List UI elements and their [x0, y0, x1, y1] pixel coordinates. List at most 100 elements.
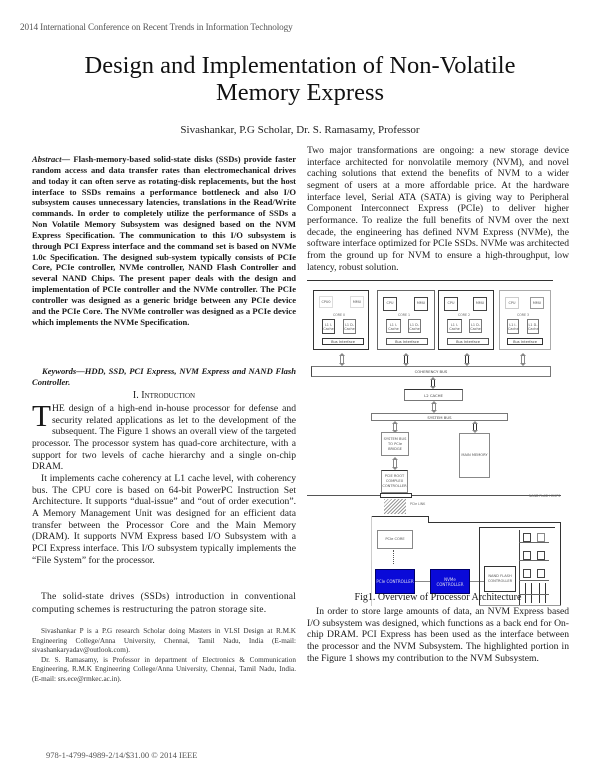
- section-heading-introduction: I. Introduction: [32, 390, 296, 401]
- abstract-text: Flash-memory-based solid-state disks (SS…: [32, 154, 297, 327]
- core-2-bus-interface: Bus Interface: [447, 338, 489, 345]
- core-1-l1d: L1 D-Cache: [408, 319, 421, 333]
- bus-to-pcie-bridge: SYSTEM BUS TO PCIe BRIDGE: [381, 432, 409, 456]
- core-3-mmu: MMU: [530, 297, 544, 309]
- main-memory: MAIN MEMORY: [459, 433, 490, 478]
- arrow-pcie-nvme: [415, 581, 430, 582]
- section-title: Introduction: [141, 390, 196, 401]
- nand-area-top: [479, 527, 555, 528]
- nand-chip: [537, 569, 545, 578]
- isbn-copyright: 978-1-4799-4989-2/14/$31.00 © 2014 IEEE: [46, 750, 198, 760]
- title-line-1: Design and Implementation of Non-Volatil…: [84, 52, 516, 79]
- core-0-l1d: L1 D-Cache: [343, 319, 356, 334]
- divider-line: [307, 495, 561, 496]
- drop-cap: T: [32, 398, 51, 433]
- nand-chips-label: NAND FLASH CHIPS: [529, 494, 561, 498]
- core-1-l1i: L1 I-Cache: [386, 319, 401, 333]
- l2-cache: L2 CACHE: [404, 389, 463, 401]
- core-3-l1i: L1 I-Cache: [507, 319, 519, 334]
- right-paragraph-1: Two major transformations are ongoing: a…: [307, 145, 569, 273]
- nand-area-bottom: [479, 605, 561, 606]
- section-number: I.: [132, 390, 139, 401]
- core-1-bus-interface: Bus Interface: [386, 338, 428, 345]
- arrow-core1-bus: [403, 353, 409, 366]
- core-3-cpu: CPU: [505, 297, 519, 309]
- core-0-bus-interface: Bus Interface: [322, 338, 364, 345]
- core-3-bus-interface: Bus Interface: [507, 338, 543, 345]
- nand-row-line: [519, 580, 549, 581]
- intro-paragraph-1-text: HE design of a high-end in-house process…: [32, 403, 296, 473]
- nand-chip: [537, 533, 545, 542]
- author-footnotes: Sivashankar P is a P.G research Scholar …: [32, 627, 296, 685]
- core-0-mmu: MMU: [350, 296, 364, 308]
- core-3-label: CORE 3: [517, 313, 530, 317]
- nand-chip-edge: [539, 583, 540, 603]
- nand-chip: [523, 569, 531, 578]
- abstract-label: Abstract: [32, 154, 62, 164]
- coherency-bus: COHERENCY BUS: [311, 366, 551, 377]
- core-0-l1i: L1 I-Cache: [322, 319, 335, 334]
- nand-row-line: [519, 542, 549, 543]
- pcie-core: PCIe CORE: [377, 530, 413, 549]
- arrow-core2-bus: [464, 353, 470, 366]
- figure-top-rule: [307, 280, 553, 281]
- core-2-l1i: L1 I-Cache: [447, 319, 462, 333]
- pcie-root-complex-controller: PCIE ROOT COMPLEX CONTROLLER: [381, 470, 408, 493]
- core-1-mmu: MMU: [414, 297, 428, 311]
- core-0-block: CPU0 MMU CORE 0 L1 I-Cache L1 D-Cache Bu…: [313, 290, 369, 350]
- figure-caption: Fig1. Overview of Processor Architecture: [354, 592, 522, 603]
- nand-chip: [523, 533, 531, 542]
- nand-area-left: [479, 527, 480, 606]
- core-1-cpu: CPU: [383, 297, 397, 311]
- nand-chip-edge: [525, 583, 526, 603]
- right-paragraph-2: In order to store large amounts of data,…: [307, 606, 569, 664]
- arrow-bus-l2: [430, 377, 436, 389]
- pcie-controller: PCIe CONTROLLER: [375, 569, 415, 594]
- core-2-cpu: CPU: [444, 297, 458, 311]
- pcie-link-label: PCIe LINK: [410, 502, 426, 506]
- core-0-cpu: CPU0: [319, 296, 333, 308]
- core-1-block: CPU MMU CORE 1 L1 I-Cache L1 D-Cache Bus…: [377, 290, 435, 350]
- nand-chip: [537, 551, 545, 560]
- intro-paragraph-3: The solid-state drives (SSDs) introducti…: [32, 591, 296, 615]
- arrow-core-controller: [393, 550, 394, 564]
- figure-processor-architecture: CPU0 MMU CORE 0 L1 I-Cache L1 D-Cache Bu…: [307, 280, 563, 610]
- core-3-block: CPU MMU CORE 3 L1 I-Cache L1 D-Cache Bus…: [499, 290, 551, 350]
- core-2-l1d: L1 D-Cache: [469, 319, 482, 333]
- enclosure-right: [560, 522, 561, 606]
- core-3-l1d: L1 D-Cache: [527, 319, 539, 334]
- footnote-author-1: Sivashankar P is a P.G research Scholar …: [32, 627, 296, 655]
- nand-bus: [519, 530, 520, 606]
- arrow-sysbus-bridge: [392, 421, 398, 433]
- title-line-2: Memory Express: [215, 79, 385, 106]
- nand-chip-edge: [545, 583, 546, 603]
- enclosure-top-left: [371, 516, 428, 517]
- core-0-label: CORE 0: [333, 313, 346, 317]
- arrow-nvme-nand: [470, 581, 484, 582]
- intro-paragraph-2: It implements cache coherency at L1 cach…: [32, 472, 296, 566]
- nand-chip: [523, 551, 531, 560]
- system-bus: SYSTEM BUS: [371, 413, 508, 421]
- nand-flash-controller: NAND FLASH CONTROLLER: [484, 566, 516, 592]
- abstract: Abstract— Flash-memory-based solid-state…: [32, 154, 296, 328]
- core-2-label: CORE 2: [458, 313, 471, 317]
- nand-chip-edge: [531, 583, 532, 603]
- enclosure-step: [428, 516, 429, 522]
- nvme-controller: NVMe CONTROLLER: [430, 569, 470, 594]
- paper-title: Design and Implementation of Non-Volatil…: [0, 52, 600, 106]
- arrow-core3-bus: [520, 353, 526, 366]
- conference-header: 2014 International Conference on Recent …: [20, 22, 293, 32]
- abstract-dash: —: [61, 154, 74, 164]
- enclosure-left: [371, 516, 372, 606]
- authors: Sivashankar, P.G Scholar, Dr. S. Ramasam…: [180, 124, 420, 136]
- keywords: Keywords—HDD, SSD, PCI Express, NVM Expr…: [32, 366, 296, 387]
- core-2-mmu: MMU: [473, 297, 487, 311]
- arrow-core0-bus: [339, 353, 345, 366]
- core-1-label: CORE 1: [398, 313, 411, 317]
- pcie-port: [380, 493, 412, 498]
- arrow-sysbus-memory: [472, 421, 478, 433]
- arrow-bridge-rc: [392, 457, 398, 470]
- nand-row-line: [519, 594, 549, 595]
